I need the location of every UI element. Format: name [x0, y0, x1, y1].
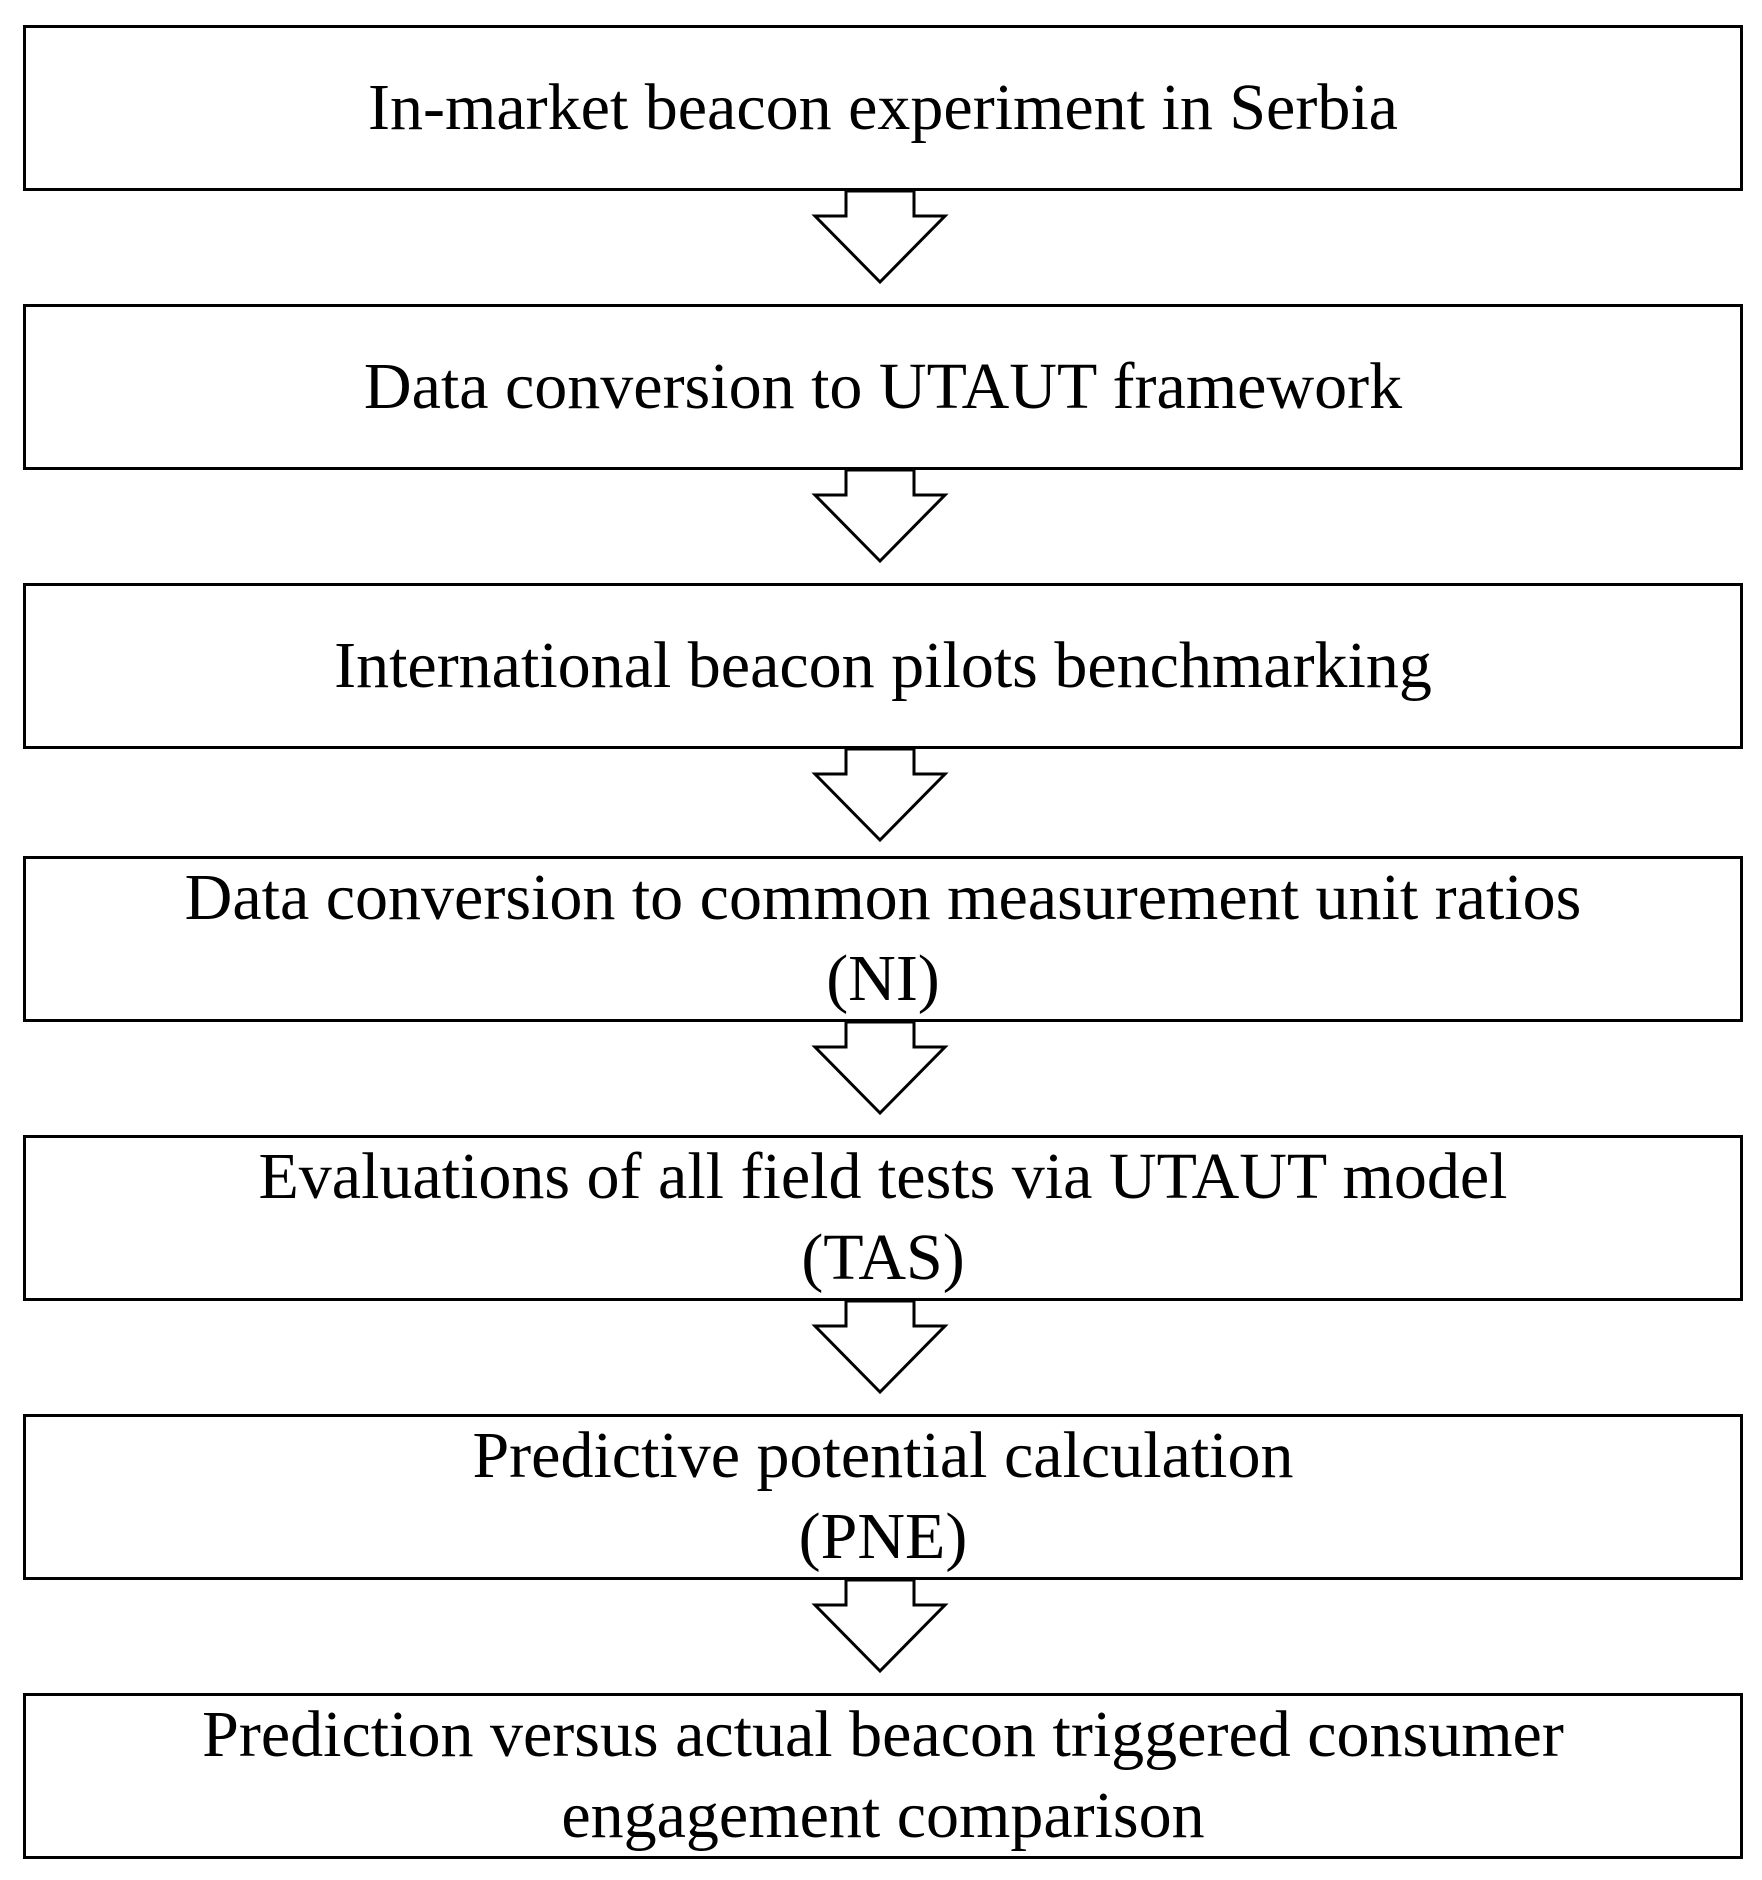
step-5-label: Evaluations of all field tests via UTAUT… — [258, 1140, 1508, 1294]
step-2-label: Data conversion to UTAUT framework — [363, 349, 1403, 423]
down-arrow-icon — [811, 468, 949, 564]
step-6-box: Predictive potential calculation (PNE) — [23, 1414, 1743, 1580]
down-arrow-icon — [811, 1578, 949, 1674]
step-3-label: International beacon pilots benchmarking — [334, 628, 1432, 702]
step-3-box: International beacon pilots benchmarking — [23, 583, 1743, 749]
step-7-label: Prediction versus actual beacon triggere… — [202, 1698, 1564, 1852]
step-2-box: Data conversion to UTAUT framework — [23, 304, 1743, 470]
step-4-label: Data conversion to common measurement un… — [184, 861, 1582, 1015]
step-1-box: In-market beacon experiment in Serbia — [23, 25, 1743, 191]
step-1-label: In-market beacon experiment in Serbia — [368, 70, 1398, 144]
step-4-box: Data conversion to common measurement un… — [23, 856, 1743, 1022]
down-arrow-icon — [811, 1299, 949, 1395]
step-5-box: Evaluations of all field tests via UTAUT… — [23, 1135, 1743, 1301]
down-arrow-icon — [811, 189, 949, 285]
step-7-box: Prediction versus actual beacon triggere… — [23, 1693, 1743, 1859]
down-arrow-icon — [811, 747, 949, 843]
down-arrow-icon — [811, 1020, 949, 1116]
step-6-label: Predictive potential calculation (PNE) — [472, 1419, 1294, 1573]
